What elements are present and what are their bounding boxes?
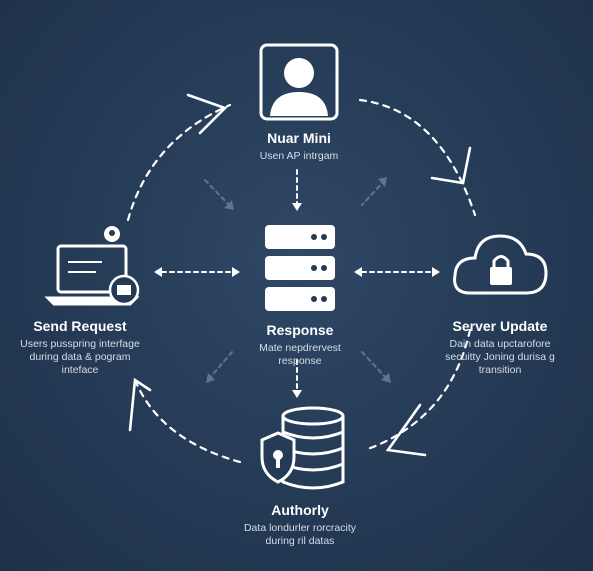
node-send-desc-2: during data & pogram [29,351,131,363]
cycle-arrowhead-top-left [186,93,228,135]
node-authority-desc-2: during ril datas [265,535,335,547]
node-user-desc-1: Usen AP intrgam [259,150,339,162]
arrowhead-right-1 [232,267,240,277]
database-shield-icon [260,406,345,490]
node-send-desc-1: Users pusspring interfage [20,338,140,350]
dim-arrowhead-ul [224,200,234,210]
dim-arrowhead-ur [378,177,387,187]
node-server-desc-2: secuitty Joning durisa g [445,351,555,363]
cycle-arrow-bottom-left [133,378,242,464]
dim-arrow-ul [204,179,233,209]
arrowhead-left-2 [354,267,362,277]
node-server-desc-1: Dain data upctarofore [449,338,551,350]
node-server-desc-3: transition [478,364,522,376]
user-avatar-icon [259,43,339,121]
node-response-desc-1: Mate nepdrervest [259,342,341,354]
cycle-arrow-top-right [358,98,477,217]
arrowhead-right-2 [432,267,440,277]
dim-arrow-ll [207,351,233,381]
dim-arrow-ur [361,179,386,206]
node-server-label: Server Update Dain data upctarofore secu… [445,318,555,377]
dim-arrow-lr [361,351,389,381]
cycle-arrowhead-top-right [430,146,472,185]
node-response-label: Response Mate nepdrervest response [259,322,341,368]
arrowhead-left-1 [154,267,162,277]
node-authority-label: Authorly Data londurler rorcracity durin… [244,502,356,548]
node-response-desc-2: response [278,355,322,367]
node-response-title: Response [266,322,334,338]
cloud-lock-icon [453,234,548,295]
node-server-title: Server Update [452,318,548,334]
dim-arrowhead-ll [206,373,215,383]
node-user-label: Nuar Mini Usen AP intrgam [260,130,339,163]
laptop-icon [44,226,140,306]
cycle-arrowhead-bottom-left [128,377,152,432]
node-send-label: Send Request Users pusspring interfage d… [20,318,140,377]
cycle-arrow-top-left [126,103,232,222]
node-authority-desc-1: Data londurler rorcracity [243,522,357,534]
cycle-arrowhead-bottom-right [385,403,427,457]
cycle-arrow-bottom-right [363,328,472,452]
server-stack-icon [265,225,335,311]
arrowhead-down-2 [292,390,302,398]
node-authority-title: Authorly [271,502,329,518]
node-user-title: Nuar Mini [267,130,331,146]
dim-arrowhead-lr [381,373,391,383]
node-send-desc-3: inteface [61,364,99,376]
arrowhead-down-1 [292,203,302,211]
node-send-title: Send Request [33,318,127,334]
